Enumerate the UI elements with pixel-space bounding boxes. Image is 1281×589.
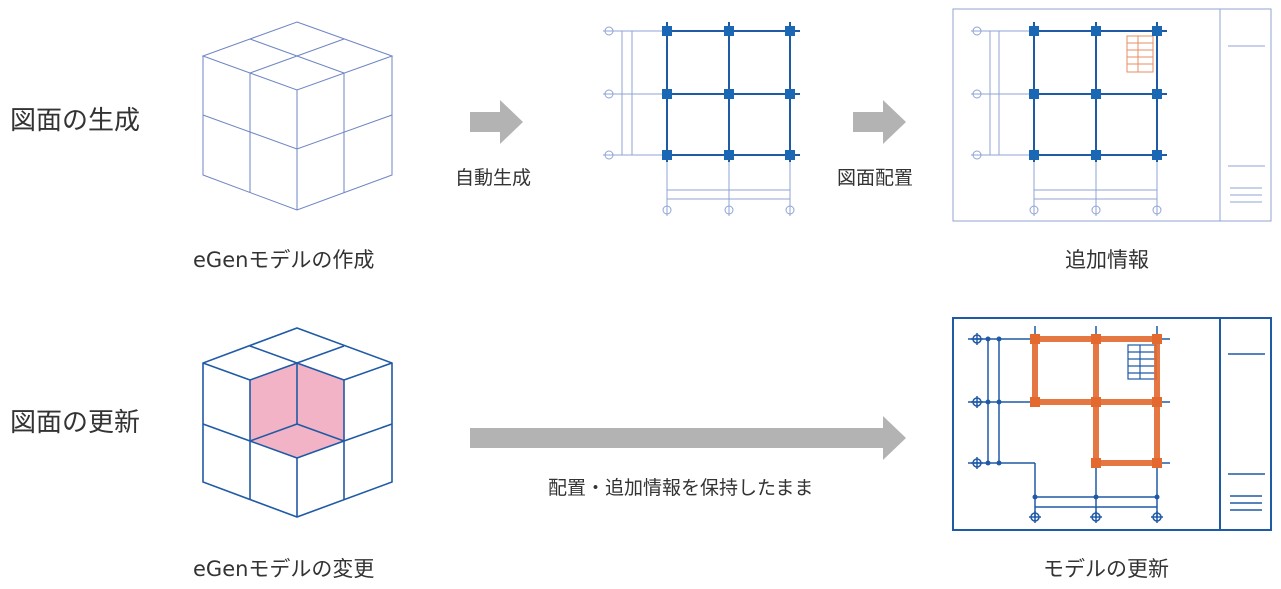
label-auto-generate: 自動生成 <box>455 167 532 189</box>
row-title-generate: 図面の生成 <box>10 106 141 136</box>
note-table-red <box>1126 35 1154 73</box>
arrow-auto-generate <box>470 100 523 144</box>
drawing-sheet-generated <box>952 8 1272 222</box>
caption-model-change: eGenモデルの変更 <box>193 557 375 581</box>
plan-generated <box>603 22 800 216</box>
drawing-sheet-updated <box>952 317 1272 531</box>
label-keep-layout: 配置・追加情報を保持したまま <box>548 477 814 499</box>
cube-modified <box>202 327 393 518</box>
caption-model-create: eGenモデルの作成 <box>193 248 375 272</box>
caption-additional-info: 追加情報 <box>1065 248 1149 272</box>
cube-wireframe <box>201 21 394 211</box>
caption-model-update: モデルの更新 <box>1043 557 1169 581</box>
label-drawing-layout: 図面配置 <box>837 167 914 189</box>
arrow-keep-layout <box>470 416 906 460</box>
row-title-update: 図面の更新 <box>10 408 141 438</box>
arrow-drawing-layout <box>853 100 906 144</box>
